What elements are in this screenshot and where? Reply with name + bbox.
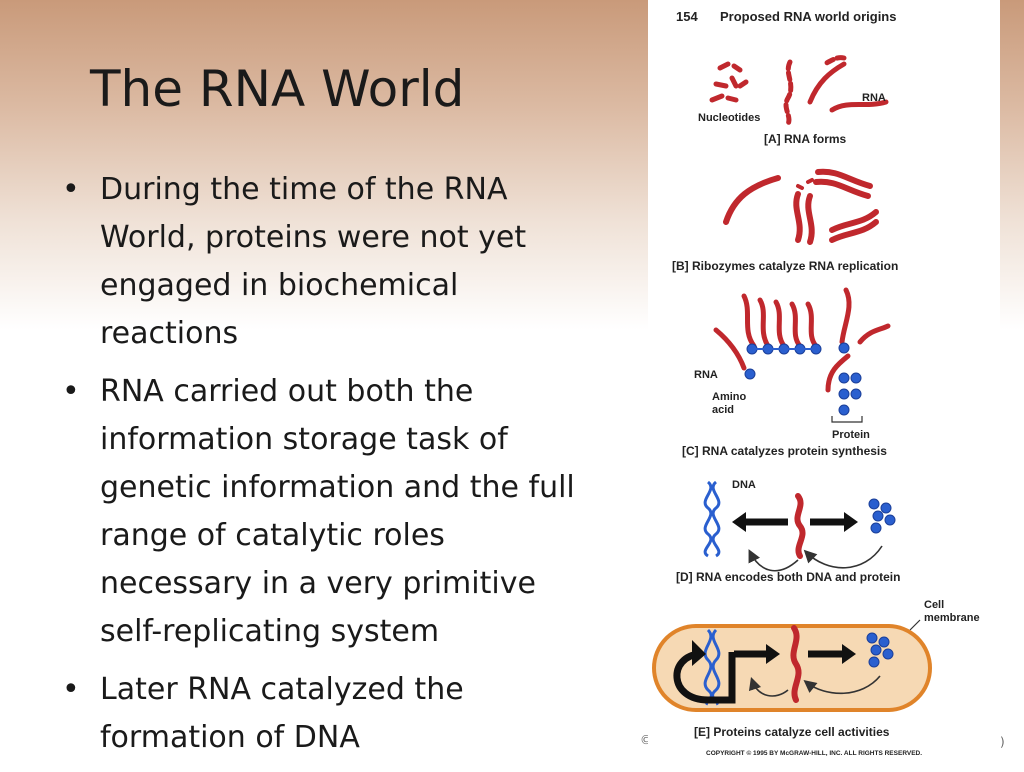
rna-world-figure: 154 Proposed RNA world origins Nucleotid… [652,9,980,757]
panel-d-protein [868,498,896,534]
bullet-text-3: Later RNA catalyzed the formation of DNA [100,672,464,755]
slide-title: The RNA World [90,60,465,118]
replication-loop-arrow [673,650,736,704]
bullet-dot: • [62,672,80,707]
feedback-arrow-3 [803,675,881,695]
label-amino-acid-line1: Amino [712,391,747,403]
panel-a-rna-strand-long [829,99,889,113]
bullet-item-1: • During the time of the RNA World, prot… [62,166,582,358]
label-protein: Protein [832,429,870,441]
edge-mark-right: ) [1000,735,1005,749]
replication-loop-arrow-head [692,640,706,666]
dna-to-rna-arrow-head [766,644,780,664]
label-rna-a: RNA [862,92,886,104]
protein-bracket [831,416,863,423]
bullet-text-1: During the time of the RNA World, protei… [100,172,527,351]
figure-copyright: COPYRIGHT © 1995 BY McGRAW-HILL, INC. AL… [706,749,922,757]
feedback-arrow-2 [748,549,799,572]
label-cell-line2: membrane [924,612,980,624]
figure-number: 154 [676,9,698,24]
panel-c-trna-strands [713,287,891,393]
label-cell-line1: Cell [924,599,944,611]
bullet-list: • During the time of the RNA World, prot… [62,166,582,772]
panel-c-protein [838,372,862,416]
panel-b-ribozymes [723,168,879,245]
label-nucleotides: Nucleotides [698,112,760,124]
label-dna: DNA [732,479,756,491]
panel-e-rna [790,625,802,703]
feedback-arrow-4 [748,676,789,697]
panel-b-nucleotides [796,178,814,190]
panel-a-rna-strand [807,61,847,105]
arrow-to-dna-head [732,512,746,532]
bullet-dot: • [62,374,80,409]
panel-a-nucleotides [709,61,749,103]
panel-d-dna-helix [703,480,721,558]
bullet-dot: • [62,172,80,207]
label-amino-acid-line2: acid [712,404,734,416]
caption-c: [C] RNA catalyzes protein synthesis [682,444,887,458]
bullet-item-2: • RNA carried out both the information s… [62,368,582,656]
panel-a-rna-fragments [783,55,847,127]
caption-e: [E] Proteins catalyze cell activities [694,725,890,739]
label-rna-c: RNA [694,369,718,381]
figure-heading: Proposed RNA world origins [720,9,896,24]
cell-membrane-pointer [909,619,921,631]
rna-to-protein-arrow-head [842,644,856,664]
bullet-item-3: • Later RNA catalyzed the formation of D… [62,666,582,762]
panel-e-protein [866,632,894,668]
feedback-arrow-1 [803,545,883,569]
arrow-to-protein-head [844,512,858,532]
bullet-text-2: RNA carried out both the information sto… [100,374,575,649]
caption-d: [D] RNA encodes both DNA and protein [676,570,900,584]
panel-d-rna [794,493,806,559]
caption-a: [A] RNA forms [764,132,847,146]
caption-b: [B] Ribozymes catalyze RNA replication [672,259,898,273]
